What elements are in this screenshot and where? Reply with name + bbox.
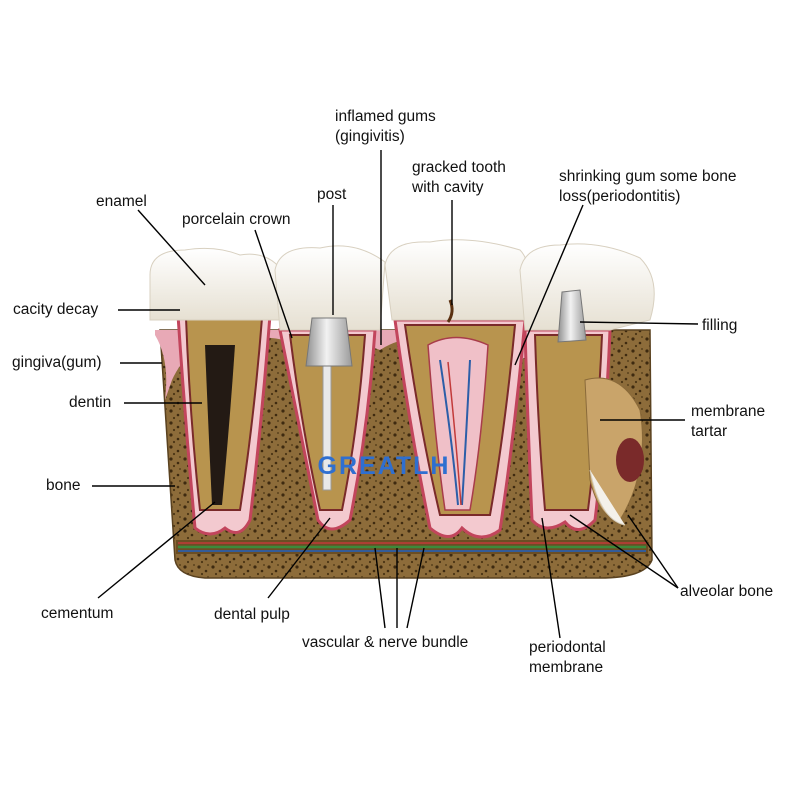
label-shrinking-gum-line2: loss(periodontitis) xyxy=(559,187,737,207)
label-membrane-line1: membrane xyxy=(691,402,765,422)
label-inflamed-gums-line1: inflamed gums xyxy=(335,107,436,127)
label-membrane-line2: tartar xyxy=(691,422,765,442)
label-dental-pulp: dental pulp xyxy=(214,605,290,625)
label-periodontal-line2: membrane xyxy=(529,658,606,678)
label-shrinking-gum-line1: shrinking gum some bone xyxy=(559,167,737,187)
label-periodontal-membrane: periodontal membrane xyxy=(529,638,606,678)
label-gracked-tooth-line1: gracked tooth xyxy=(412,158,506,178)
label-gracked-tooth: gracked tooth with cavity xyxy=(412,158,506,198)
label-cacity-decay: cacity decay xyxy=(13,300,98,320)
label-inflamed-gums-line2: (gingivitis) xyxy=(335,127,436,147)
label-cementum: cementum xyxy=(41,604,113,624)
label-membrane-tartar: membrane tartar xyxy=(691,402,765,442)
label-bone: bone xyxy=(46,476,80,496)
label-dentin: dentin xyxy=(69,393,111,413)
label-enamel: enamel xyxy=(96,192,147,212)
label-post: post xyxy=(317,185,346,205)
watermark-logo: GREATLH xyxy=(318,452,451,480)
label-periodontal-line1: periodontal xyxy=(529,638,606,658)
label-gingiva: gingiva(gum) xyxy=(12,353,102,373)
label-porcelain-crown: porcelain crown xyxy=(182,210,291,230)
label-inflamed-gums: inflamed gums (gingivitis) xyxy=(335,107,436,147)
label-alveolar-bone: alveolar bone xyxy=(680,582,773,602)
label-vascular-nerve-bundle: vascular & nerve bundle xyxy=(302,633,468,653)
label-gracked-tooth-line2: with cavity xyxy=(412,178,506,198)
label-shrinking-gum: shrinking gum some bone loss(periodontit… xyxy=(559,167,737,207)
label-filling: filling xyxy=(702,316,737,336)
